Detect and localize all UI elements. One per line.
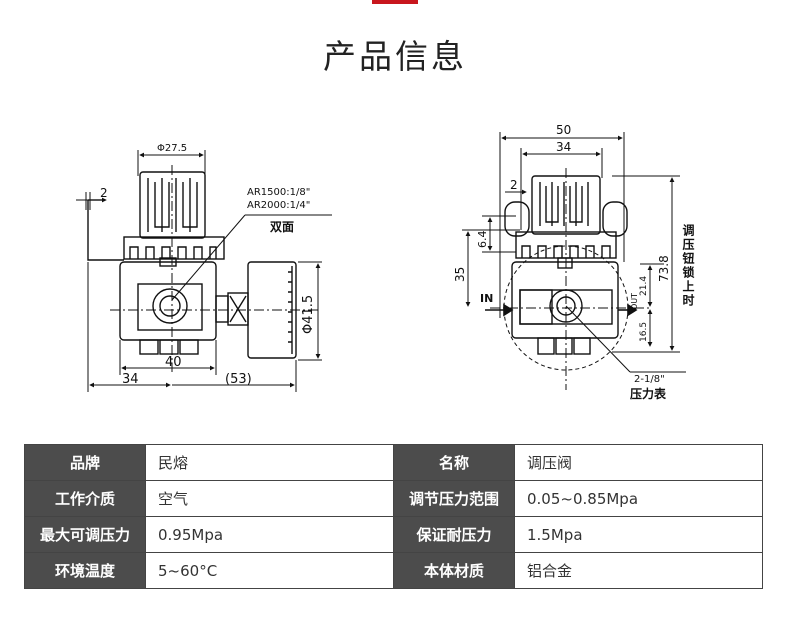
left-note-line2: AR2000:1/4" <box>247 200 310 211</box>
left-dim-left: 34 <box>122 372 139 387</box>
left-view-drawing <box>87 171 297 359</box>
right-dim-side: 2 <box>510 178 518 192</box>
spec-value: 0.05~0.85Mpa <box>514 480 763 517</box>
spec-value: 空气 <box>145 480 394 517</box>
right-dim-35: 35 <box>453 267 467 282</box>
right-dim-width: 50 <box>556 123 571 137</box>
table-row: 环境温度 5~60°C 本体材质 铝合金 <box>24 552 763 589</box>
page-title: 产品信息 <box>323 37 467 76</box>
spec-value: 调压阀 <box>514 444 763 481</box>
spec-key: 本体材质 <box>393 552 515 589</box>
spec-key: 保证耐压力 <box>393 516 515 553</box>
spec-value: 5~60°C <box>145 552 394 589</box>
right-dim-64: 6.4 <box>476 231 489 249</box>
left-dim-body: 40 <box>165 355 182 370</box>
right-label-out: OUT <box>630 293 639 310</box>
technical-drawings: Φ27.5 2 AR1500:1/8" AR2000:1/4" 双面 Φ41.5… <box>76 123 695 401</box>
right-dim-165: 16.5 <box>639 322 649 342</box>
left-view-dimensions <box>76 150 332 392</box>
spec-value: 1.5Mpa <box>514 516 763 553</box>
right-label-gauge: 压力表 <box>630 386 667 401</box>
left-view-labels: Φ27.5 2 AR1500:1/8" AR2000:1/4" 双面 Φ41.5… <box>100 143 316 387</box>
right-view-labels: 50 34 2 6.4 35 73.8 21.4 16.5 IN OUT 2-1… <box>453 123 695 401</box>
right-label-port: 2-1/8" <box>634 374 665 385</box>
flow-arrows <box>485 303 638 317</box>
spec-key: 最大可调压力 <box>24 516 146 553</box>
left-dim-top: Φ27.5 <box>157 143 187 154</box>
left-dim-side: 2 <box>100 186 108 200</box>
left-note-double: 双面 <box>270 220 294 234</box>
right-view-dimensions <box>462 132 686 390</box>
spec-key: 名称 <box>393 444 515 481</box>
spec-table: 品牌 民熔 名称 调压阀 工作介质 空气 调节压力范围 0.05~0.85Mpa… <box>24 444 763 589</box>
spec-key: 品牌 <box>24 444 146 481</box>
right-dim-214: 21.4 <box>639 276 649 296</box>
spec-value: 民熔 <box>145 444 394 481</box>
left-dim-total: (53) <box>225 372 252 387</box>
left-note-line1: AR1500:1/8" <box>247 187 310 198</box>
title-accent-bar <box>372 0 418 4</box>
spec-key: 环境温度 <box>24 552 146 589</box>
spec-key: 调节压力范围 <box>393 480 515 517</box>
right-dim-738: 73.8 <box>657 255 671 282</box>
left-dim-gauge: Φ41.5 <box>301 295 316 334</box>
table-row: 工作介质 空气 调节压力范围 0.05~0.85Mpa <box>24 480 763 517</box>
right-dim-inner: 34 <box>556 140 571 154</box>
right-label-in: IN <box>480 292 493 305</box>
table-row: 品牌 民熔 名称 调压阀 <box>24 444 763 481</box>
spec-value: 0.95Mpa <box>145 516 394 553</box>
right-label-adjust: 调压钮锁上时 <box>681 224 695 308</box>
spec-key: 工作介质 <box>24 480 146 517</box>
table-row: 最大可调压力 0.95Mpa 保证耐压力 1.5Mpa <box>24 516 763 553</box>
spec-value: 铝合金 <box>514 552 763 589</box>
